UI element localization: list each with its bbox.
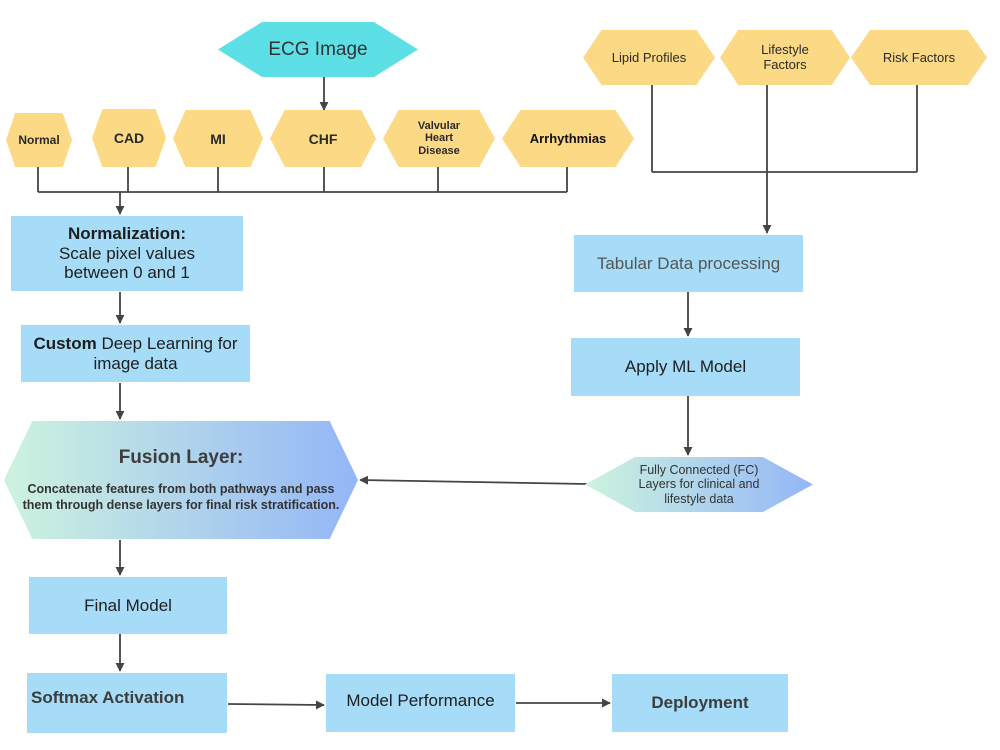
input-label: Lipid Profiles [611,50,687,65]
fc-layers-node: Fully Connected (FC) Layers for clinical… [585,457,813,512]
model-performance-label: Model Performance [346,691,495,710]
final-model-label: Final Model [84,595,172,615]
category-label: Normal [18,133,60,147]
softmax-label: Softmax Activation [31,688,185,707]
deployment-box: Deployment [612,674,788,732]
fusion-description: Concatenate features from both pathways … [22,481,340,512]
category-label: Arrhythmias [529,131,607,146]
category-label: MI [210,130,226,147]
category-label: CAD [113,130,145,146]
category-cad: CAD [92,109,166,167]
input-lifestyle-factors: Lifestyle Factors [720,30,850,85]
arrow-fc-to-fusion [359,475,588,485]
custom-deep-learning-text: Custom Deep Learning for image data [21,334,250,373]
category-mi: MI [173,110,263,167]
input-label: Lifestyle Factors [761,42,809,72]
arrow-softmax-to-performance [227,700,325,710]
apply-ml-model-box: Apply ML Model [571,338,800,396]
normalization-description: Scale pixel values between 0 and 1 [58,243,196,283]
custom-bold: Custom [33,333,97,353]
model-performance-box: Model Performance [326,674,515,732]
category-chf: CHF [270,110,376,167]
category-label: Valvular Heart Disease [417,119,461,157]
final-model-box: Final Model [29,577,227,634]
input-label: Risk Factors [882,50,956,65]
custom-rest: Deep Learning for image data [93,333,238,373]
normalization-title: Normalization: [67,224,187,244]
category-label: CHF [308,130,338,147]
normalization-box: Normalization: Scale pixel values betwee… [11,216,243,291]
tabular-processing-label: Tabular Data processing [596,253,781,273]
tabular-data-processing-box: Tabular Data processing [574,235,803,292]
category-normal: Normal [6,113,72,167]
softmax-activation-box: Softmax Activation [27,673,227,733]
deployment-label: Deployment [651,693,749,712]
ecg-image-node: ECG Image [218,22,418,77]
apply-ml-label: Apply ML Model [624,357,747,376]
input-lipid-profiles: Lipid Profiles [583,30,715,85]
custom-deep-learning-box: Custom Deep Learning for image data [21,325,250,382]
fusion-layer-node: Fusion Layer: Concatenate features from … [4,421,358,539]
ecg-image-label: ECG Image [268,38,368,60]
fc-layers-label: Fully Connected (FC) Layers for clinical… [638,462,760,506]
fusion-title: Fusion Layer: [118,446,244,468]
category-arrhythmias: Arrhythmias [502,110,634,167]
category-valvular-heart-disease: Valvular Heart Disease [383,110,495,167]
input-risk-factors: Risk Factors [851,30,987,85]
